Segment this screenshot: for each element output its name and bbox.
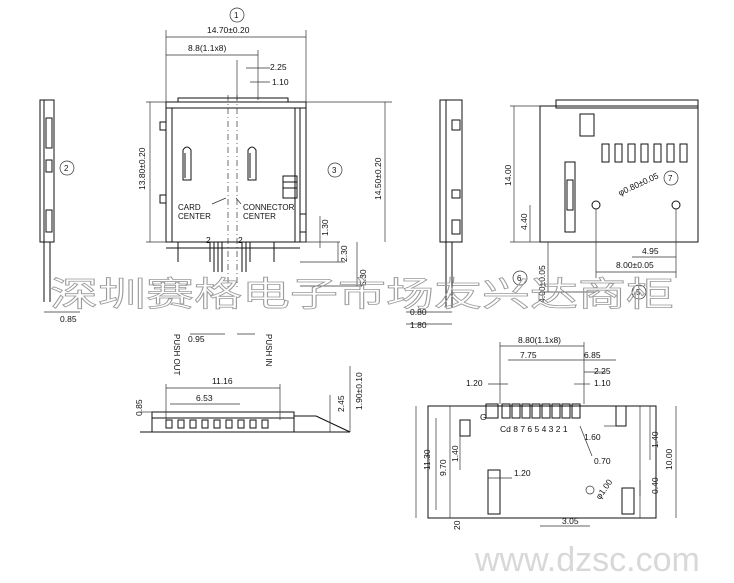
dim-13-80: 13.80±0.20 (137, 147, 147, 190)
dim-11-16: 11.16 (212, 376, 233, 386)
dim-1-10-footprint: 1.10 (594, 378, 611, 388)
card-center-label-1: CARD (178, 203, 201, 212)
dim-0-95: 0.95 (188, 334, 205, 344)
g-label: G (480, 412, 487, 422)
pin-labels: Cd 8 7 6 5 4 3 2 1 (500, 424, 568, 434)
watermark-site: www.dzsc.com (474, 541, 700, 579)
footprint-view: 8.80(1.1x8) 7.75 6.85 2.25 1.20 1.10 Cd … (415, 335, 677, 530)
dim-4-40: 4.40 (519, 213, 529, 230)
dim-2-right: 2 (238, 235, 243, 245)
dim-2-30: 2.30 (339, 245, 349, 262)
dim-7-75: 7.75 (520, 350, 537, 360)
balloon-1: 1 (234, 11, 239, 20)
dim-0-70: 0.70 (594, 456, 611, 466)
dim-2-25: 2.25 (270, 62, 287, 72)
balloon-7: 7 (668, 174, 673, 183)
dim-phi-1-00: φ1.00 (593, 477, 614, 501)
dim-3-05: 3.05 (562, 516, 579, 526)
right-side-view: 0.80 1.80 (406, 99, 463, 330)
top-view: 1 14.70±0.20 8.8(1.1x8) 2.25 1.10 (137, 7, 392, 375)
dim-6-85: 6.85 (584, 350, 601, 360)
dim-1-30: 1.30 (320, 219, 330, 236)
push-out-label: PUSH OUT (172, 334, 181, 375)
dim-14-00: 14.00 (503, 164, 513, 186)
front-view: 11.16 6.53 0.85 2.45 1.90±0.10 (134, 366, 364, 433)
dim-8-80: 8.80(1.1x8) (518, 335, 561, 345)
dim-pitch-width: 8.8(1.1x8) (188, 43, 226, 53)
dim-1-60: 1.60 (584, 432, 601, 442)
hole-diameter: φ0.80±0.05 (617, 170, 661, 197)
dim-5-30: 5.30 (358, 269, 368, 286)
dim-1-90: 1.90±0.10 (354, 372, 364, 410)
card-center-label-2: CENTER (178, 212, 211, 221)
dim-20: 20 (452, 520, 462, 530)
dim-1-40-left: 1.40 (450, 445, 460, 462)
connector-center-label-2: CENTER (243, 212, 276, 221)
balloon-3: 3 (332, 166, 337, 175)
connector-center-label-1: CONNECTOR (243, 203, 295, 212)
right-bottom-view: 14.00 4.40 4.95 8.00±0.05 4.00±0.05 6 5 … (503, 99, 699, 303)
dim-8-00: 8.00±0.05 (616, 260, 654, 270)
dim-11-30: 11.30 (422, 449, 432, 470)
dim-1-20-top: 1.20 (466, 378, 483, 388)
watermark-chinese: 深圳赛格电子市场友兴达商柜 (50, 275, 674, 315)
left-side-view: 0.85 2 (39, 99, 80, 324)
push-in-label: PUSH IN (264, 334, 273, 367)
dim-1-20-mid: 1.20 (514, 468, 531, 478)
dim-2-25-footprint: 2.25 (594, 366, 611, 376)
dim-2-left: 2 (206, 235, 211, 245)
dim-0-80: 0.80 (410, 307, 427, 317)
dim-9-70: 9.70 (438, 459, 448, 476)
dim-10-00: 10.00 (664, 448, 674, 470)
dim-6-53: 6.53 (196, 393, 213, 403)
balloon-5: 5 (636, 288, 641, 297)
dim-0-85: 0.85 (60, 314, 77, 324)
dim-2-45: 2.45 (336, 395, 346, 412)
dim-4-95: 4.95 (642, 246, 659, 256)
dim-1-40-right: 1.40 (650, 431, 660, 448)
dim-1-10: 1.10 (272, 77, 289, 87)
dim-4-00: 4.00±0.05 (537, 265, 547, 303)
balloon-6: 6 (517, 274, 522, 283)
dim-0-85-front: 0.85 (134, 399, 144, 416)
dim-0-40: 0.40 (650, 477, 660, 494)
dim-overall-width: 14.70±0.20 (207, 25, 250, 35)
dim-14-50: 14.50±0.20 (373, 157, 383, 200)
dim-1-80: 1.80 (410, 320, 427, 330)
balloon-2: 2 (64, 164, 69, 173)
